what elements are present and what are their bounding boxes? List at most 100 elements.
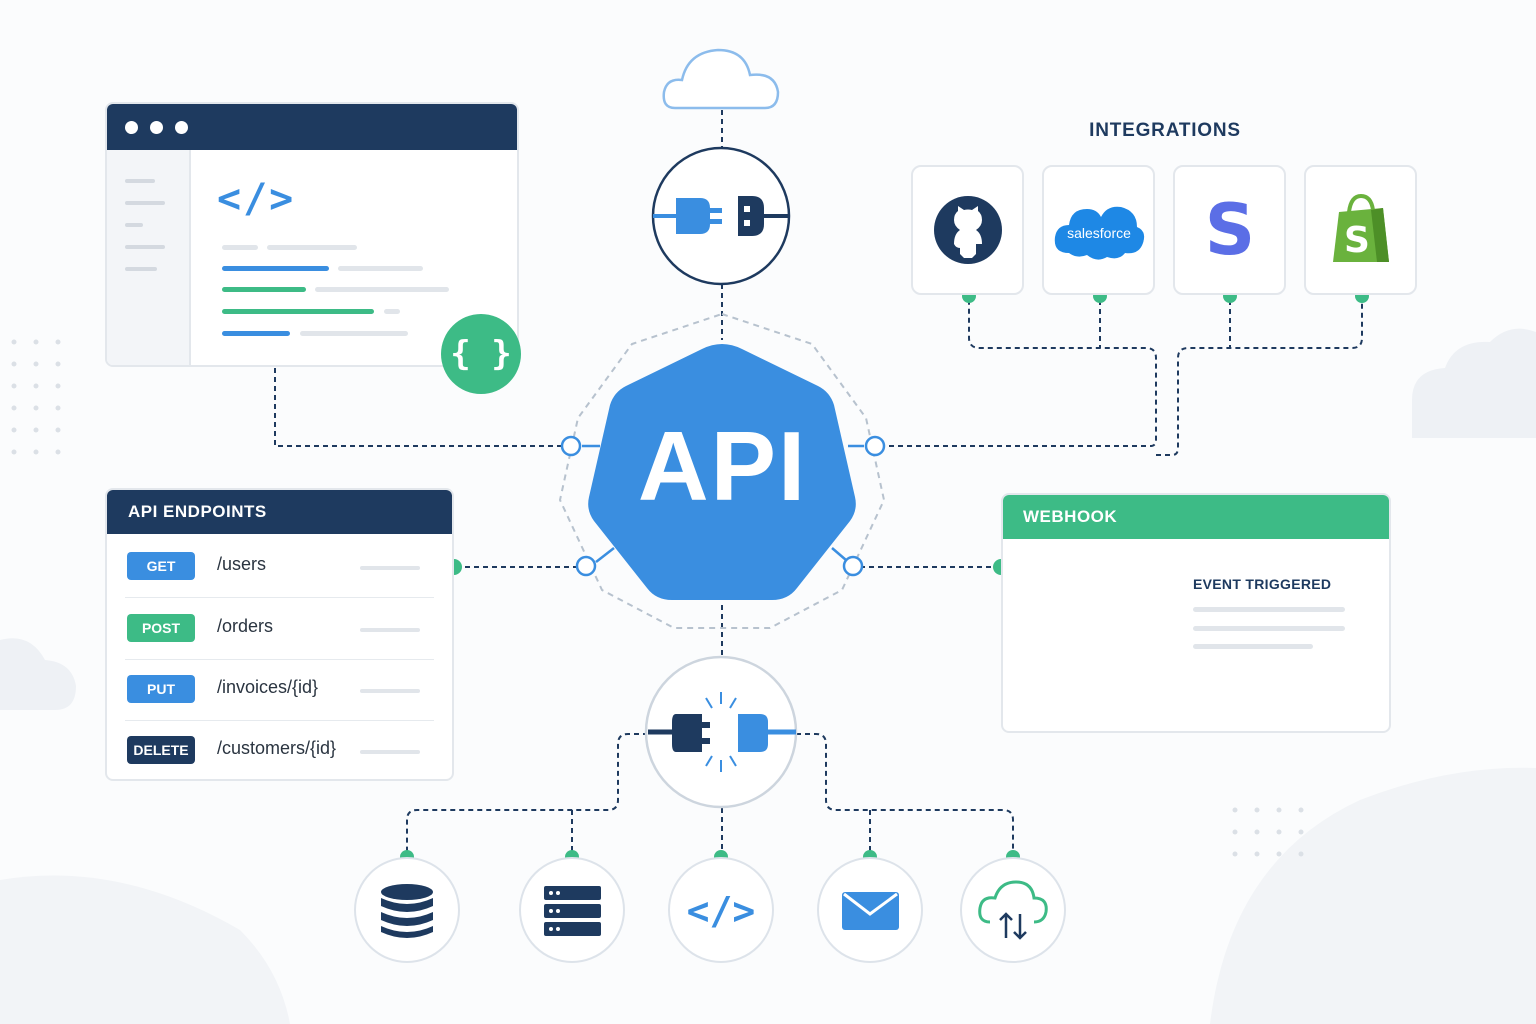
api-hub-label: API xyxy=(637,411,808,521)
grid-dot xyxy=(55,427,61,433)
window-dot-icon xyxy=(125,121,138,134)
method-badge: DELETE xyxy=(127,736,195,764)
endpoint-row[interactable]: POST /orders xyxy=(125,598,434,660)
code-line xyxy=(267,245,357,250)
services-row: </> xyxy=(354,857,1066,963)
api-halo xyxy=(558,312,886,629)
webhook-line xyxy=(1193,644,1313,649)
grid-dot xyxy=(1254,807,1260,813)
grid-dot xyxy=(1298,851,1304,857)
grid-dot xyxy=(1298,807,1304,813)
endpoint-line xyxy=(360,689,420,693)
grid-dot xyxy=(33,449,39,455)
dot-grid-left xyxy=(11,339,61,455)
svg-text:</>: </> xyxy=(687,889,756,933)
window-dot-icon xyxy=(175,121,188,134)
grid-dot xyxy=(1276,829,1282,835)
hub-ports xyxy=(560,435,886,577)
grid-dot xyxy=(1298,829,1304,835)
mail-icon xyxy=(817,857,923,963)
grid-dot xyxy=(55,449,61,455)
json-badge-icon: { } xyxy=(441,314,521,394)
code-line xyxy=(222,287,306,292)
method-badge: POST xyxy=(127,614,195,642)
stripe-label: S xyxy=(1204,190,1254,270)
grid-dot xyxy=(11,361,17,367)
endpoint-path: /orders xyxy=(217,616,274,636)
webhook-line xyxy=(1193,626,1345,631)
sidebar-line xyxy=(125,267,157,271)
code-icon: </> xyxy=(668,857,774,963)
endpoint-line xyxy=(360,750,420,754)
grid-dot xyxy=(11,339,17,345)
cloud-icon xyxy=(662,48,780,110)
grid-dot xyxy=(33,405,39,411)
github-logo xyxy=(933,196,1002,264)
code-line xyxy=(384,309,400,314)
background-clouds xyxy=(0,328,1536,1024)
endpoint-line xyxy=(360,628,420,632)
webhook-panel: WEBHOOK EVENT TRIGGERED xyxy=(1001,493,1391,733)
grid-dot xyxy=(33,427,39,433)
window-titlebar xyxy=(107,104,517,150)
code-line xyxy=(222,266,329,271)
code-line xyxy=(300,331,408,336)
grid-dot xyxy=(1232,829,1238,835)
webhook-line xyxy=(1193,607,1345,612)
grid-dot xyxy=(55,383,61,389)
endpoint-line xyxy=(360,566,420,570)
method-badge: PUT xyxy=(127,675,195,703)
endpoint-path: /invoices/{id} xyxy=(217,677,319,697)
salesforce-logo: salesforce xyxy=(1054,206,1144,260)
plug-connector-bottom xyxy=(644,655,798,809)
sidebar-line xyxy=(125,245,165,249)
grid-dot xyxy=(1232,851,1238,857)
grid-dot xyxy=(11,449,17,455)
sidebar-line xyxy=(125,179,155,183)
integration-card-shopify[interactable]: S xyxy=(1304,165,1417,295)
grid-dot xyxy=(11,427,17,433)
shopify-logo: S xyxy=(1332,193,1389,262)
connector-lines xyxy=(274,110,1363,855)
grid-dot xyxy=(33,361,39,367)
webhook-title: WEBHOOK xyxy=(1003,495,1389,539)
grid-dot xyxy=(55,361,61,367)
grid-dot xyxy=(11,383,17,389)
grid-dot xyxy=(1254,829,1260,835)
integration-card-github[interactable] xyxy=(911,165,1024,295)
api-endpoints-panel: API ENDPOINTS GET /users POST /orders PU… xyxy=(105,488,454,781)
window-dot-icon xyxy=(150,121,163,134)
integration-card-stripe[interactable]: S xyxy=(1173,165,1286,295)
grid-dot xyxy=(11,405,17,411)
method-badge: GET xyxy=(127,552,195,580)
server-icon xyxy=(519,857,625,963)
grid-dot xyxy=(1276,807,1282,813)
sidebar-line xyxy=(125,223,143,227)
grid-dot xyxy=(33,339,39,345)
editor-sidebar xyxy=(107,150,191,365)
code-line xyxy=(222,245,258,250)
endpoint-path: /customers/{id} xyxy=(217,738,337,758)
integrations-title: INTEGRATIONS xyxy=(1089,120,1241,141)
code-line xyxy=(222,331,290,336)
endpoint-path: /users xyxy=(217,554,267,574)
cloud-sync-icon xyxy=(960,857,1066,963)
endpoint-row[interactable]: PUT /invoices/{id} xyxy=(125,659,434,721)
plug-connector-top xyxy=(651,146,791,286)
grid-dot xyxy=(33,383,39,389)
salesforce-label: salesforce xyxy=(1067,225,1131,241)
code-line xyxy=(338,266,423,271)
integration-card-salesforce[interactable]: salesforce xyxy=(1042,165,1155,295)
grid-dot xyxy=(1254,851,1260,857)
api-hub xyxy=(588,344,856,600)
code-line xyxy=(315,287,449,292)
dot-grid-right xyxy=(1232,807,1304,857)
endpoint-row[interactable]: GET /users xyxy=(125,536,434,598)
grid-dot xyxy=(1232,807,1238,813)
grid-dot xyxy=(55,405,61,411)
endpoints-title: API ENDPOINTS xyxy=(107,490,452,534)
database-icon xyxy=(354,857,460,963)
sidebar-line xyxy=(125,201,165,205)
endpoint-row[interactable]: DELETE /customers/{id} xyxy=(125,720,434,779)
grid-dot xyxy=(1276,851,1282,857)
